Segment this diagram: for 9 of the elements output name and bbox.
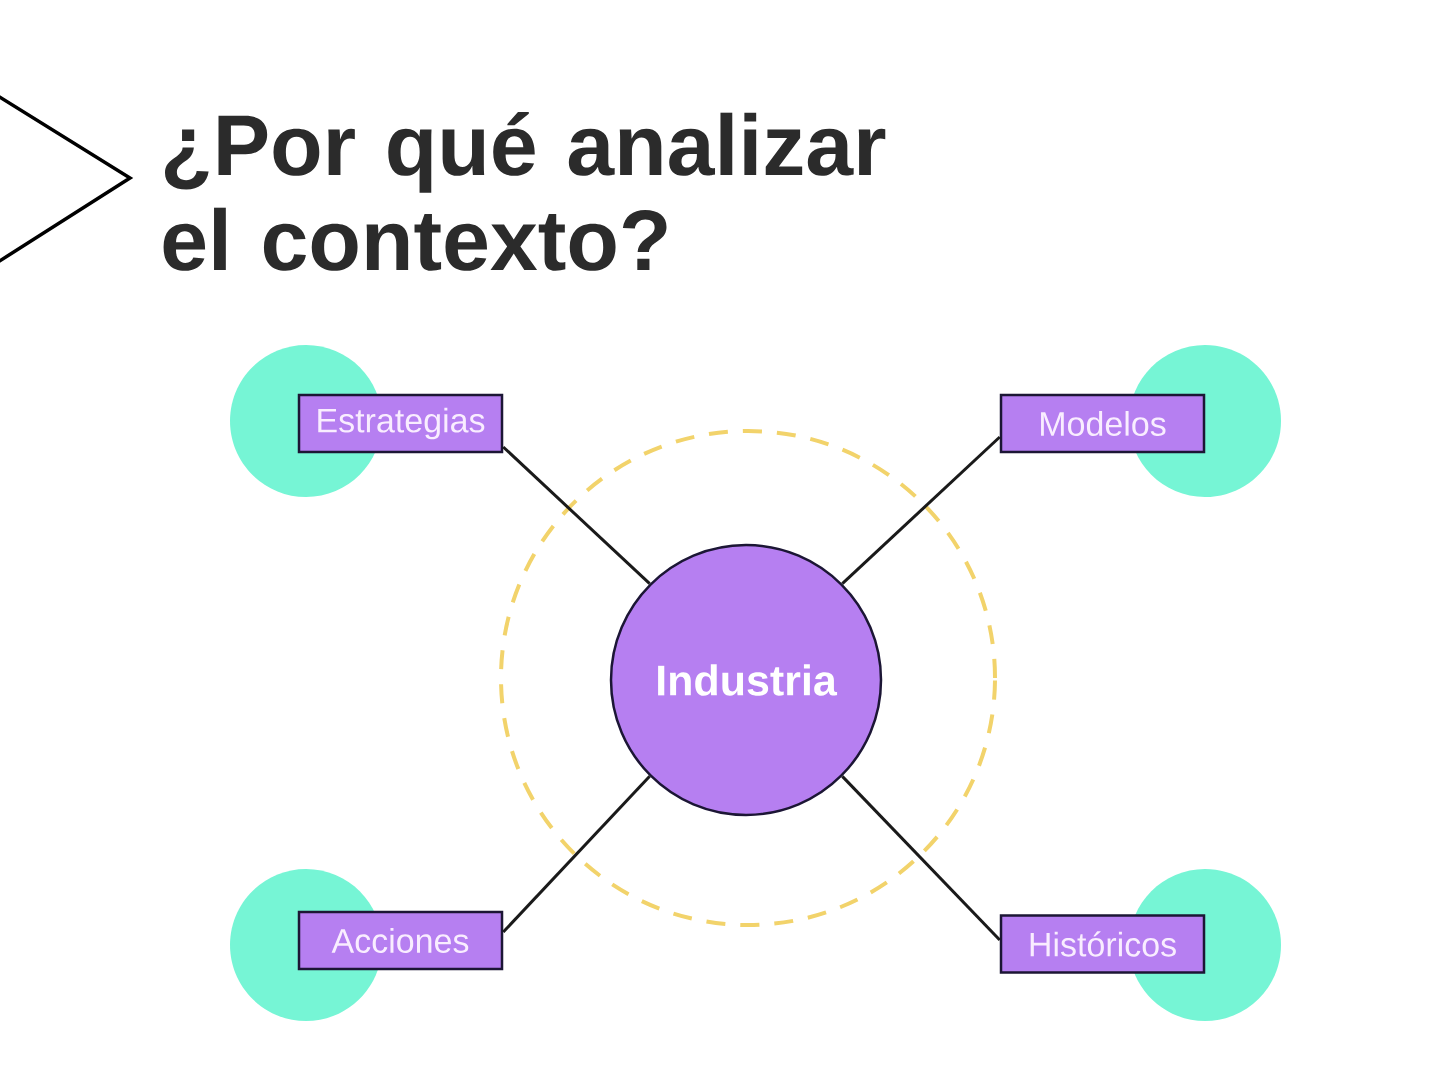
title: ¿Por qué analizar el contexto? [163,111,886,271]
connector-line [502,775,651,934]
label-box: Modelos [999,393,1206,454]
label-box: Acciones [297,910,504,971]
connector-line [502,445,651,585]
label-box: Estrategias [297,393,504,454]
label-box: Históricos [999,914,1206,974]
connector-line [841,435,1001,585]
connector-line [841,775,1001,942]
